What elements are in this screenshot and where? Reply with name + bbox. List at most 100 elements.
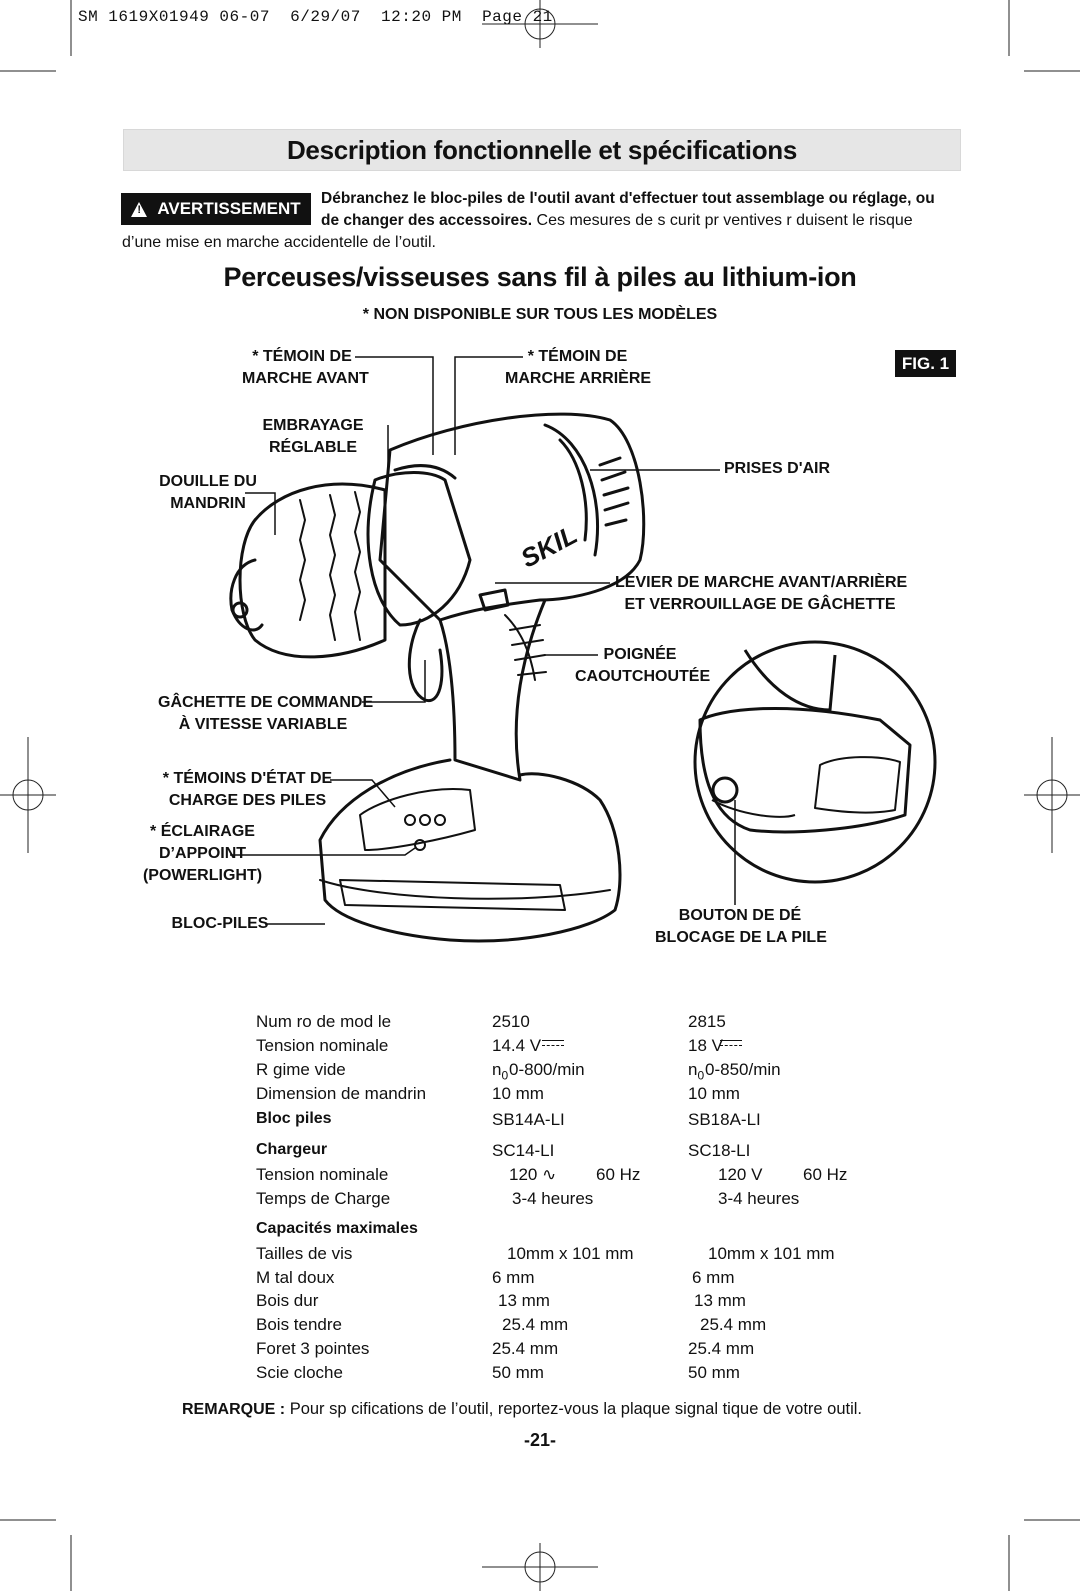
spec-value-a: 0-800/min [509,1060,585,1079]
spec-value-b: 0-850/min [705,1060,781,1079]
callout-lever-line2: ET VERROUILLAGE DE GÂCHETTE [624,596,896,613]
handle-grip [438,598,547,782]
ac-symbol-icon: ∿ [542,1165,557,1184]
callout-trigger: GÂCHETTE DE COMMANDE À VITESSE VARIABLE [158,692,374,736]
callout-air-vents: PRISES D'AIR [724,460,831,477]
spec-value-b: 25.4 mm [700,1315,767,1334]
remark-text: Pour sp cifications de l’outil, reportez… [285,1400,863,1418]
spec-value-b: SB18A-LI [688,1110,761,1129]
remark-note: REMARQUE : Pour sp cifications de l’outi… [182,1400,862,1419]
callout-chuck: DOUILLE DU MANDRIN [158,471,258,515]
callout-lever: LEVIER DE MARCHE AVANT/ARRIÈRE ET VERROU… [615,572,908,616]
no-load-speed-symbol: n0 [688,1060,705,1083]
product-subtitle: Perceuses/visseuses sans fil à piles au … [223,262,857,292]
spec-value-a: 120 [509,1165,538,1184]
warning-text-line3: d’une mise en marche accidentelle de l’o… [122,234,436,251]
spec-value-a: SB14A-LI [492,1110,565,1129]
callout-reverse-indicator: * TÉMOIN DE MARCHE ARRIÈRE [505,346,652,390]
spec-value-b: 10mm x 101 mm [708,1244,835,1263]
spec-value-a: SC14-LI [492,1141,555,1160]
callout-reverse-line2: MARCHE ARRIÈRE [505,370,652,387]
callout-trigger-line1: GÂCHETTE DE COMMANDE [158,694,374,711]
callout-release-line1: BOUTON DE DÉ [678,907,802,924]
spec-label: R gime vide [256,1060,346,1079]
callout-fuel-gauge: * TÉMOINS D'ÉTAT DE CHARGE DES PILES [160,768,335,812]
callout-clutch: EMBRAYAGE RÉGLABLE [258,415,368,459]
spec-value-b: 10 mm [688,1084,740,1103]
spec-value-b2: 60 Hz [803,1165,848,1184]
remark-label: REMARQUE : [182,1401,286,1418]
callout-forward-indicator: * TÉMOIN DE MARCHE AVANT [242,346,369,390]
spec-label: Scie cloche [256,1363,343,1382]
spec-label: Dimension de mandrin [256,1084,427,1103]
spec-value-b: 120 V [718,1165,763,1184]
callout-release-button: BOUTON DE DÉ BLOCAGE DE LA PILE [655,905,827,949]
spec-value-b: 25.4 mm [688,1339,755,1358]
spec-value-b: 2815 [688,1012,726,1031]
spec-value-b: SC18-LI [688,1141,751,1160]
spec-value-b: 50 mm [688,1363,740,1382]
figure-label: FIG. 1 [895,350,956,377]
callout-grip-line2: CAOUTCHOUTÉE [575,668,711,685]
spec-value-b: 13 mm [694,1291,746,1310]
warning-badge-label: AVERTISSEMENT [157,199,301,218]
dc-symbol-icon [720,1040,742,1046]
spec-label: Bois dur [256,1291,319,1310]
callout-powerlight: * ÉCLAIRAGE D’APPOINT (POWERLIGHT) [140,821,265,887]
detail-magnifier [693,640,937,884]
battery-pack [318,758,622,943]
warning-badge: AVERTISSEMENT [121,193,311,225]
clutch-collar [366,471,472,627]
callout-release-line2: BLOCAGE DE LA PILE [655,929,827,946]
callout-fuel-line1: * TÉMOINS D'ÉTAT DE [162,770,333,787]
spec-value-b: 18 V [688,1036,723,1055]
spec-value-a: 10mm x 101 mm [507,1244,634,1263]
spec-label: Bloc piles [256,1110,332,1127]
page-number: -21- [523,1430,556,1450]
callout-grip: POIGNÉE CAOUTCHOUTÉE [575,644,711,688]
spec-value-a: 2510 [492,1012,530,1031]
spec-label: Tension nominale [256,1036,389,1055]
spec-label: Tension nominale [256,1165,389,1184]
spec-value-a: 3-4 heures [512,1189,594,1208]
spec-label: Num ro de mod le [256,1012,392,1031]
spec-value-a: 10 mm [492,1084,544,1103]
callout-clutch-line2: RÉGLABLE [269,439,357,456]
callout-clutch-line1: EMBRAYAGE [262,417,364,434]
spec-value-a: 50 mm [492,1363,544,1382]
callout-light-line2: D’APPOINT [158,845,247,862]
callout-battery-pack: BLOC-PILES [171,915,269,932]
callout-light-line1: * ÉCLAIRAGE [150,823,255,840]
callout-chuck-line2: MANDRIN [170,495,246,512]
callout-forward-line1: * TÉMOIN DE [252,348,352,365]
warning-triangle-icon [131,201,148,217]
spec-value-a: 13 mm [498,1291,550,1310]
spec-label: Temps de Charge [256,1189,391,1208]
callout-lever-line1: LEVIER DE MARCHE AVANT/ARRIÈRE [615,574,908,591]
drill-illustration: SKIL [229,356,937,943]
callout-forward-line2: MARCHE AVANT [242,370,369,387]
spec-label: Tailles de vis [256,1244,353,1263]
callout-fuel-line2: CHARGE DES PILES [168,792,327,809]
chuck-body [238,482,387,659]
callout-trigger-line2: À VITESSE VARIABLE [178,716,348,733]
availability-note: * NON DISPONIBLE SUR TOUS LES MODÈLES [362,306,718,323]
spec-label: Chargeur [256,1141,328,1158]
spec-label: Capacités maximales [256,1220,418,1237]
callout-reverse-line1: * TÉMOIN DE [527,348,628,365]
spec-value-b: 3-4 heures [718,1189,800,1208]
section-title: Description fonctionnelle et spécificati… [286,134,798,165]
warning-text-line1: Débranchez le bloc-piles de l'outil avan… [321,190,935,207]
spec-value-a: 25.4 mm [492,1339,559,1358]
warning-text-rest: Ces mesures de s curit pr ventives r dui… [532,212,913,229]
section-title-band: Description fonctionnelle et spécificati… [123,129,961,171]
spec-value-a: 6 mm [492,1268,535,1287]
spec-value-a: 14.4 V [492,1036,542,1055]
spec-value-a2: 60 Hz [596,1165,641,1184]
release-button [711,776,739,804]
warning-text-bold: de changer des accessoires. [321,212,533,229]
callout-chuck-line1: DOUILLE DU [159,473,257,490]
spec-label: M tal doux [256,1268,335,1287]
